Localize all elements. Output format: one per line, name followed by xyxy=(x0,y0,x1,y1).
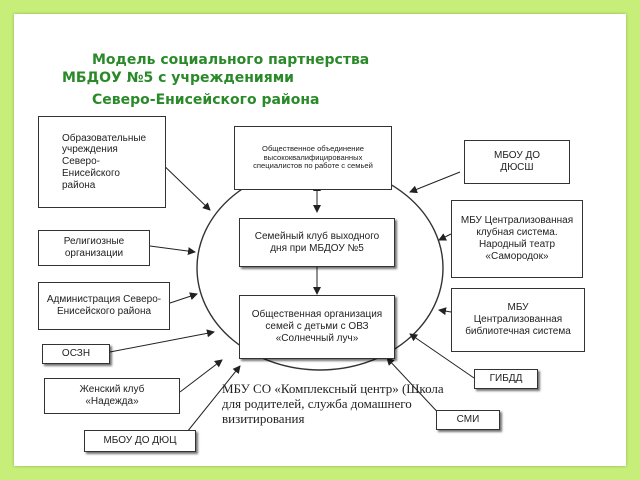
node-culture-system: МБУ Централизованная клубная система. На… xyxy=(451,200,583,278)
arrow-women xyxy=(179,359,223,393)
node-family-club: Семейный клуб выходного дня при МБДОУ №5 xyxy=(239,218,395,267)
node-administration-label: Администрация Северо-Енисейского района xyxy=(46,294,162,317)
node-culture-system-label: МБУ Централизованная клубная система. На… xyxy=(460,215,574,262)
arrow-dyuc xyxy=(186,365,241,433)
node-education-label: Образовательные учреждения Северо-Енисей… xyxy=(62,132,147,191)
node-women-club: Женский клуб «Надежда» xyxy=(44,378,180,414)
node-women-club-label: Женский клуб «Надежда» xyxy=(79,384,145,407)
node-gibdd-label: ГИБДД xyxy=(489,373,523,385)
node-gibdd: ГИБДД xyxy=(474,369,538,389)
node-education: Образовательные учреждения Северо-Енисей… xyxy=(38,116,166,208)
node-religion-label: Религиозные организации xyxy=(63,236,125,259)
arrow-library xyxy=(438,307,452,316)
node-library-system-label: МБУ Централизованная библиотечная систем… xyxy=(465,302,571,337)
node-religion: Религиозные организации xyxy=(38,230,150,266)
slide: Модель социального партнерства МБДОУ №5 … xyxy=(14,14,626,466)
title-line-3: Северо-Енисейского района xyxy=(92,92,320,108)
node-solnechny-luch-label: Общественная организация семей с детьми … xyxy=(251,309,383,344)
node-oszn-label: ОСЗН xyxy=(61,348,91,360)
node-dyuc: МБОУ ДО ДЮЦ xyxy=(84,430,196,452)
arrow-culture xyxy=(438,233,452,241)
title-line-2: МБДОУ №5 с учреждениями xyxy=(62,70,294,86)
node-dyuc-label: МБОУ ДО ДЮЦ xyxy=(103,435,177,447)
arrow-gibdd xyxy=(409,333,475,379)
node-oszn: ОСЗН xyxy=(42,344,110,364)
node-administration: Администрация Северо-Енисейского района xyxy=(38,282,170,330)
node-public-association: Общественное объединение высококвалифици… xyxy=(234,126,392,190)
node-smi: СМИ xyxy=(436,410,500,430)
arrow-religion xyxy=(149,245,196,256)
node-dyussh-label: МБОУ ДО ДЮСШ xyxy=(493,150,541,173)
title-line-1: Модель социального партнерства xyxy=(92,52,370,68)
node-complex-center: МБУ СО «Комплексный центр» (Школа для ро… xyxy=(222,381,444,426)
arrow-smi xyxy=(386,357,445,420)
node-public-association-label: Общественное объединение высококвалифици… xyxy=(253,143,373,171)
arrow-oszn xyxy=(109,329,215,353)
node-solnechny-luch: Общественная организация семей с детьми … xyxy=(239,295,395,359)
node-dyussh: МБОУ ДО ДЮСШ xyxy=(464,140,570,184)
node-smi-label: СМИ xyxy=(456,414,480,426)
node-family-club-label: Семейный клуб выходного дня при МБДОУ №5 xyxy=(254,230,380,254)
node-library-system: МБУ Централизованная библиотечная систем… xyxy=(451,288,585,352)
arrow-dyussh xyxy=(409,171,461,194)
